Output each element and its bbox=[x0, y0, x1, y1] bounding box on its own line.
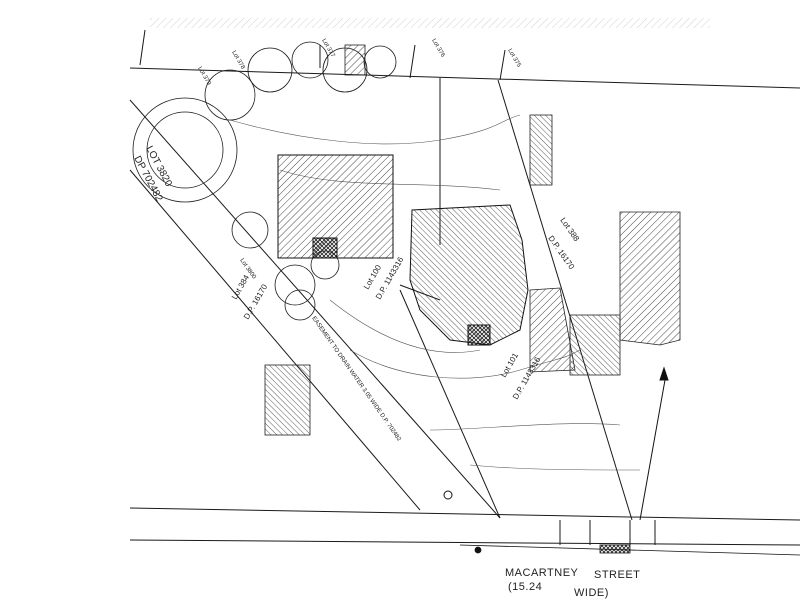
street-frontage bbox=[459, 544, 800, 556]
existing-dwelling bbox=[277, 154, 394, 259]
street-width-label: (15.24 bbox=[508, 581, 542, 593]
north-arrow-icon bbox=[639, 366, 669, 521]
boundary-lines bbox=[129, 29, 800, 546]
street-suffix-label: STREET bbox=[594, 569, 640, 581]
survey-point-icon bbox=[443, 490, 453, 500]
top-faint-text bbox=[150, 18, 710, 28]
street-wide-label: WIDE) bbox=[574, 587, 609, 599]
lot-388-label: Lot 388 bbox=[558, 216, 581, 243]
street-name-label: MACARTNEY bbox=[505, 567, 579, 579]
dp-1143316-a-label: D.P. 1143316 bbox=[374, 255, 406, 301]
dp-16170-left-label: D.P. 16170 bbox=[242, 282, 270, 321]
lot-378-label: Lot 378 bbox=[230, 50, 246, 71]
lot-101-label: Lot 101 bbox=[499, 351, 520, 379]
lot-375-label: Lot 375 bbox=[506, 48, 522, 69]
lot-376-label: Lot 376 bbox=[430, 38, 446, 59]
rear-building bbox=[409, 204, 529, 346]
lot-384-label: Lot 384 bbox=[230, 273, 251, 301]
lot-379-label: Lot 379 bbox=[196, 66, 212, 87]
neighbour-buildings bbox=[264, 44, 681, 436]
easement-label: EASEMENT TO DRAIN WATER 3.05 WIDE D.P. 7… bbox=[310, 316, 402, 443]
